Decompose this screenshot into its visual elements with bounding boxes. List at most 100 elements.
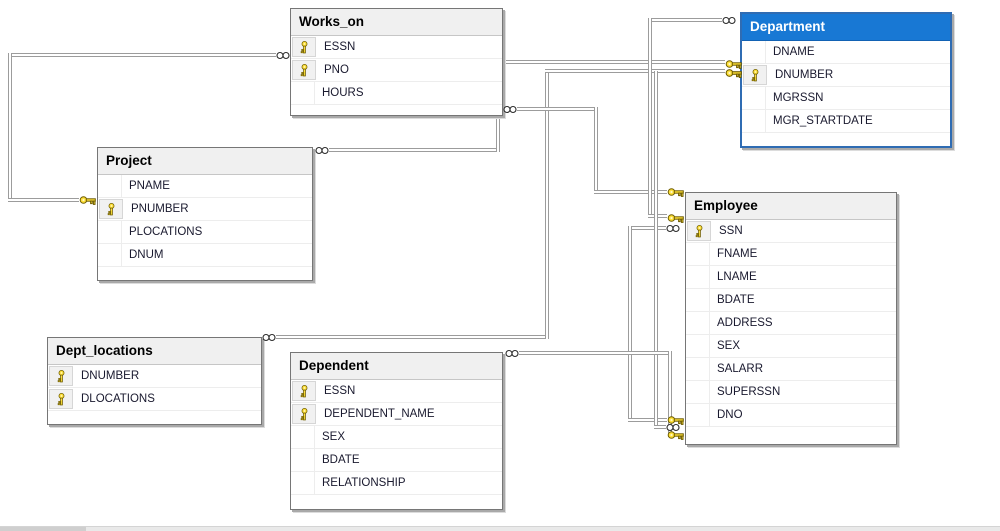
relationship-line-works_on-project[interactable]: [8, 53, 12, 202]
relationship-line-department-employee-manager[interactable]: [648, 18, 652, 216]
many-end-infinity-icon: [503, 105, 517, 114]
column-row[interactable]: BDATE: [686, 289, 896, 312]
relationship-line-employee-department-dno[interactable]: [654, 71, 658, 427]
column-name: PLOCATIONS: [129, 226, 203, 238]
key-column-spacer: [686, 312, 710, 334]
table-title-works_on[interactable]: Works_on: [291, 9, 502, 36]
column-name: DEPENDENT_NAME: [324, 408, 435, 420]
relationship-line-employee-department-dno[interactable]: [654, 69, 725, 73]
many-end-infinity-icon: [276, 51, 290, 60]
relationship-line-dependent-employee[interactable]: [668, 351, 672, 437]
column-name: HOURS: [322, 87, 364, 99]
relationship-line-department-employee-manager[interactable]: [648, 18, 722, 22]
one-end-key-icon: [725, 67, 742, 79]
relationship-line-dependent-employee[interactable]: [519, 351, 668, 355]
relationship-line-employee-department-dno[interactable]: [654, 425, 666, 429]
horizontal-scrollbar[interactable]: [0, 526, 1000, 531]
column-name: SALARR: [717, 363, 764, 375]
relationship-line-employee-self-supervisor[interactable]: [628, 418, 667, 422]
column-row[interactable]: DNUMBER: [742, 64, 950, 87]
column-row[interactable]: PNUMBER: [98, 198, 312, 221]
key-column-spacer: [686, 335, 710, 357]
many-end-infinity-icon: [666, 224, 680, 233]
column-name: MGRSSN: [773, 92, 824, 104]
relationship-line-works_on-employee[interactable]: [594, 107, 598, 194]
column-row[interactable]: SSN: [686, 220, 896, 243]
scrollbar-thumb[interactable]: [0, 527, 86, 531]
column-name: SSN: [719, 225, 743, 237]
column-row[interactable]: ESSN: [291, 36, 502, 59]
column-name: PNO: [324, 64, 349, 76]
column-row[interactable]: FNAME: [686, 243, 896, 266]
one-end-key-icon: [667, 429, 684, 441]
key-column-spacer: [742, 87, 766, 109]
relationship-line-employee-self-supervisor[interactable]: [628, 226, 666, 230]
column-row[interactable]: DLOCATIONS: [48, 388, 261, 411]
column-name: SEX: [322, 431, 346, 443]
relationship-line-works_on-project[interactable]: [8, 198, 79, 202]
column-row[interactable]: BDATE: [291, 449, 502, 472]
column-row[interactable]: DEPENDENT_NAME: [291, 403, 502, 426]
key-column-spacer: [291, 449, 315, 471]
column-row[interactable]: PNAME: [98, 175, 312, 198]
relationship-line-project-department[interactable]: [329, 148, 496, 152]
primary-key-icon: [292, 381, 316, 401]
key-column-spacer: [291, 82, 315, 104]
column-row[interactable]: ADDRESS: [686, 312, 896, 335]
column-row[interactable]: SUPERSSN: [686, 381, 896, 404]
column-name: ADDRESS: [717, 317, 773, 329]
relationship-line-dept_locations-department[interactable]: [276, 335, 545, 339]
column-row[interactable]: SEX: [291, 426, 502, 449]
relationship-line-works_on-employee[interactable]: [594, 190, 667, 194]
primary-key-icon: [99, 199, 123, 219]
column-name: DLOCATIONS: [81, 393, 155, 405]
key-column-spacer: [291, 426, 315, 448]
column-row[interactable]: MGRSSN: [742, 87, 950, 110]
column-name: DNAME: [773, 46, 815, 58]
column-name: PNUMBER: [131, 203, 189, 215]
one-end-key-icon: [667, 212, 684, 224]
table-title-project[interactable]: Project: [98, 148, 312, 175]
column-name: SEX: [717, 340, 741, 352]
column-row[interactable]: LNAME: [686, 266, 896, 289]
primary-key-icon: [49, 366, 73, 386]
key-column-spacer: [686, 358, 710, 380]
column-row[interactable]: SEX: [686, 335, 896, 358]
column-row[interactable]: PNO: [291, 59, 502, 82]
table-title-dept_locations[interactable]: Dept_locations: [48, 338, 261, 365]
column-row[interactable]: SALARR: [686, 358, 896, 381]
column-row[interactable]: DNAME: [742, 41, 950, 64]
relationship-line-dept_locations-department[interactable]: [545, 69, 725, 73]
column-name: DNUM: [129, 249, 164, 261]
column-row[interactable]: ESSN: [291, 380, 502, 403]
relationship-line-dept_locations-department[interactable]: [545, 69, 549, 339]
relationship-line-works_on-project[interactable]: [8, 53, 276, 57]
column-row[interactable]: RELATIONSHIP: [291, 472, 502, 495]
relationship-line-project-department[interactable]: [496, 60, 725, 64]
table-title-dependent[interactable]: Dependent: [291, 353, 502, 380]
key-column-spacer: [742, 41, 766, 63]
column-row[interactable]: DNUM: [98, 244, 312, 267]
column-name: DNO: [717, 409, 743, 421]
column-name: PNAME: [129, 180, 170, 192]
primary-key-icon: [292, 404, 316, 424]
relationship-line-employee-self-supervisor[interactable]: [628, 226, 632, 422]
column-row[interactable]: DNUMBER: [48, 365, 261, 388]
column-row[interactable]: DNO: [686, 404, 896, 427]
column-name: BDATE: [717, 294, 755, 306]
table-title-employee[interactable]: Employee: [686, 193, 896, 220]
table-title-department[interactable]: Department: [742, 14, 950, 41]
column-row[interactable]: PLOCATIONS: [98, 221, 312, 244]
column-row[interactable]: HOURS: [291, 82, 502, 105]
column-row[interactable]: MGR_STARTDATE: [742, 110, 950, 133]
one-end-key-icon: [79, 194, 96, 206]
column-name: DNUMBER: [81, 370, 140, 382]
relationship-line-works_on-employee[interactable]: [517, 107, 594, 111]
